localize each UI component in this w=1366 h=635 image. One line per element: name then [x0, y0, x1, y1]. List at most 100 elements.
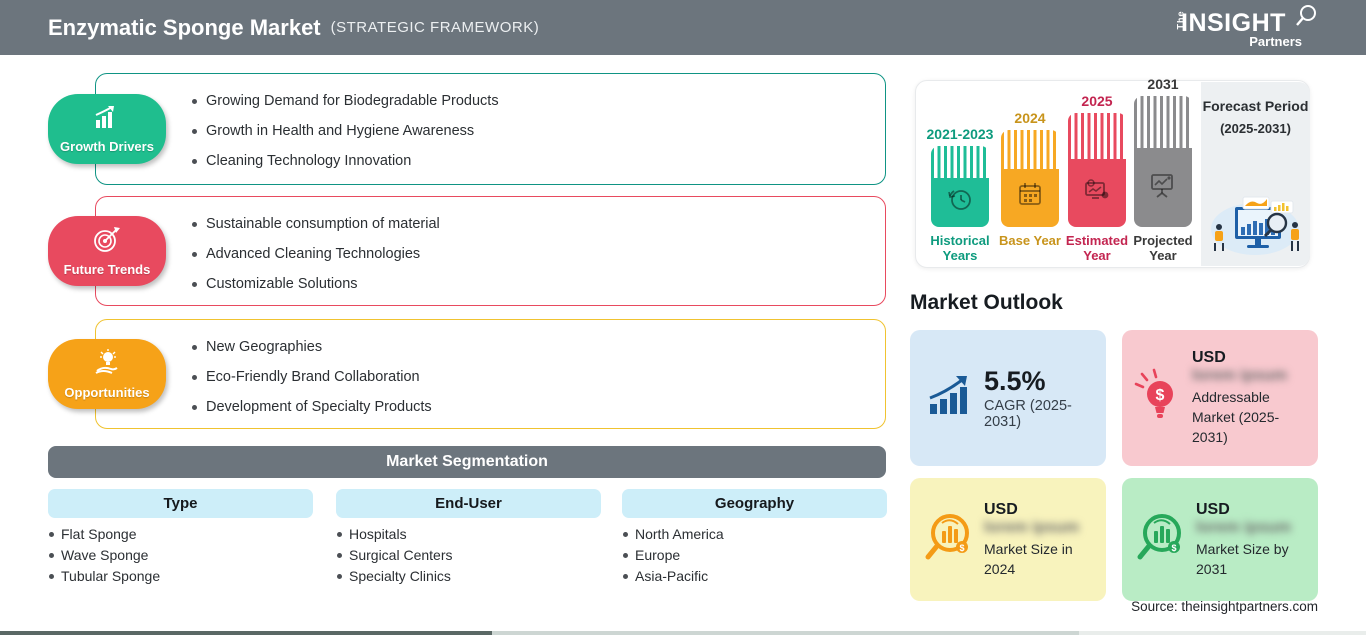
strip-segment: [0, 631, 492, 635]
list-item: Flat Sponge: [48, 524, 313, 545]
timeline-bar-projected: [1134, 96, 1192, 227]
segment-header-label: Geography: [714, 495, 795, 512]
timeline-bar-historical: [931, 146, 989, 227]
list-item: Development of Specialty Products: [192, 399, 885, 415]
calendar-icon: [1016, 181, 1044, 214]
timeline-panel: 2021-2023 Historical Years 2024 Base Yea…: [915, 76, 1310, 268]
bar-stripes: [1134, 96, 1192, 149]
svg-text:$: $: [959, 543, 964, 553]
svg-text:$: $: [1171, 543, 1176, 553]
list-item: Tubular Sponge: [48, 566, 313, 587]
growth-chart-icon: [90, 105, 124, 136]
timeline-bar-base: [1001, 130, 1059, 227]
svg-text:$: $: [1156, 387, 1165, 404]
growth-drivers-box: Growing Demand for Biodegradable Product…: [95, 73, 886, 185]
timeline-year: 2021-2023: [926, 126, 994, 142]
forecast-range: (2025-2031): [1220, 121, 1291, 136]
badge-label: Opportunities: [64, 384, 150, 400]
strip-segment: [1079, 631, 1366, 635]
cagr-value: 5.5%: [984, 366, 1046, 396]
segmentation-title-bar: Market Segmentation: [48, 446, 886, 478]
strip-segment: [491, 631, 1080, 635]
future-trends-badge: Future Trends: [48, 216, 166, 286]
insight-partners-logo: The INSIGHT Partners: [1173, 5, 1316, 50]
currency-label: USD: [1192, 349, 1226, 366]
bar-stripes: [931, 146, 989, 179]
future-trends-box: Sustainable consumption of material Adva…: [95, 196, 886, 306]
timeline-year: 2024: [1014, 110, 1046, 126]
header-bar: Enzymatic Sponge Market (STRATEGIC FRAME…: [0, 0, 1366, 55]
blurred-value: lorem ipsum: [984, 518, 1080, 536]
bar-stripes: [1068, 113, 1126, 159]
addressable-market-card: $ USD lorem ipsum Addressable Market (20…: [1122, 330, 1318, 466]
logo-insight-text: INSIGHT: [1181, 9, 1286, 37]
timeline-year: 2025: [1081, 93, 1113, 109]
segment-list-end-user: Hospitals Surgical Centers Specialty Cli…: [336, 524, 601, 587]
list-item: North America: [622, 524, 887, 545]
list-item: Specialty Clinics: [336, 566, 601, 587]
segment-header-end-user: End-User: [336, 489, 601, 518]
clock-history-icon: [945, 185, 975, 220]
segment-header-label: Type: [163, 495, 198, 512]
estimate-monitor-icon: [1082, 177, 1112, 208]
list-item: Eco-Friendly Brand Collaboration: [192, 369, 885, 385]
segment-header-type: Type: [48, 489, 313, 518]
blurred-value: lorem ipsum: [1192, 367, 1288, 384]
timeline-year: 2031: [1147, 76, 1179, 92]
market-size-2031-card: $ USD lorem ipsum Market Size by 2031: [1122, 478, 1318, 601]
segment-list-geography: North America Europe Asia-Pacific: [622, 524, 887, 587]
list-item: Wave Sponge: [48, 545, 313, 566]
growth-drivers-badge: Growth Drivers: [48, 94, 166, 164]
list-item: Sustainable consumption of material: [192, 216, 885, 232]
timeline-bar-label: Historical Years: [930, 233, 990, 263]
timeline-bar-estimated: [1068, 113, 1126, 227]
badge-label: Growth Drivers: [60, 138, 154, 154]
timeline-bar-label: Base Year: [999, 233, 1061, 248]
market-size-2024-card: $ USD lorem ipsum Market Size in 2024: [910, 478, 1106, 601]
logo-partners-text: Partners: [1249, 34, 1302, 49]
forecast-period-panel: Forecast Period (2025-2031): [1201, 82, 1310, 266]
segment-header-geography: Geography: [622, 489, 887, 518]
card-caption: Market Size by 2031: [1196, 540, 1289, 577]
blurred-value: lorem ipsum: [1196, 518, 1292, 536]
opportunities-badge: Opportunities: [48, 339, 166, 409]
timeline-bar-label: Projected Year: [1133, 233, 1193, 263]
dollar-bulb-icon: $: [1134, 368, 1182, 429]
list-item: Customizable Solutions: [192, 276, 885, 292]
bar-solid: [931, 178, 989, 227]
magnifier-chart-icon: $: [1134, 509, 1186, 570]
list-item: Europe: [622, 545, 887, 566]
forecast-title: Forecast Period: [1202, 98, 1309, 114]
list-item: Growth in Health and Hygiene Awareness: [192, 123, 885, 139]
hand-lightbulb-icon: [92, 348, 122, 382]
bar-solid: [1134, 148, 1192, 227]
segment-header-label: End-User: [435, 495, 502, 512]
card-caption: Market Size in 2024: [984, 540, 1073, 577]
bar-solid: [1001, 168, 1059, 227]
cagr-card: 5.5% CAGR (2025-2031): [910, 330, 1106, 466]
market-outlook-title: Market Outlook: [910, 291, 1063, 314]
magnifier-icon: [1294, 4, 1320, 35]
segment-list-type: Flat Sponge Wave Sponge Tubular Sponge: [48, 524, 313, 587]
list-item: Asia-Pacific: [622, 566, 887, 587]
segmentation-title: Market Segmentation: [386, 453, 548, 470]
target-dart-icon: [92, 226, 122, 259]
list-item: New Geographies: [192, 339, 885, 355]
list-item: Growing Demand for Biodegradable Product…: [192, 93, 885, 109]
list-item: Hospitals: [336, 524, 601, 545]
source-attribution: Source: theinsightpartners.com: [1131, 599, 1318, 614]
page-title: Enzymatic Sponge Market: [48, 14, 321, 40]
bar-growth-icon: [926, 374, 972, 423]
currency-label: USD: [1196, 500, 1230, 518]
analytics-illustration: [1205, 193, 1305, 262]
list-item: Cleaning Technology Innovation: [192, 153, 885, 169]
magnifier-chart-icon: $: [922, 509, 974, 570]
opportunities-box: New Geographies Eco-Friendly Brand Colla…: [95, 319, 886, 429]
badge-label: Future Trends: [63, 261, 151, 277]
card-caption: Addressable Market (2025-2031): [1192, 389, 1280, 445]
list-item: Surgical Centers: [336, 545, 601, 566]
currency-label: USD: [984, 500, 1018, 518]
timeline-bar-label: Estimated Year: [1065, 233, 1129, 263]
projection-screen-icon: [1148, 171, 1178, 204]
